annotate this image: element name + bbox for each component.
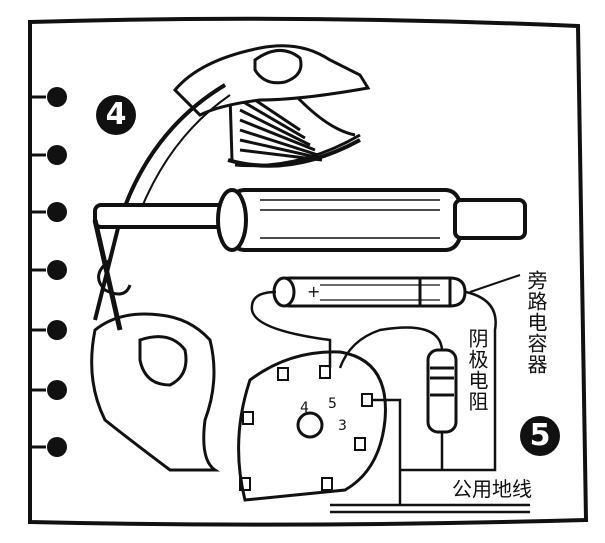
tube-socket — [237, 350, 387, 502]
hand-bottom — [90, 312, 220, 472]
hand-top — [172, 44, 371, 117]
step-number-5: 5 — [520, 416, 560, 456]
cylinder-tube — [93, 188, 527, 252]
step-number-4: 4 — [96, 95, 136, 135]
cathode-resistor — [426, 348, 458, 434]
label-cathode-resistor: 阴极电阻 — [465, 328, 489, 412]
label-common-ground: 公用地线 — [452, 477, 532, 501]
capacitor-plus-sign: + — [307, 282, 320, 301]
label-bypass-capacitor: 旁路电容器 — [524, 270, 548, 375]
pin-number-c: 3 — [338, 418, 347, 434]
pin-number-b: 5 — [328, 396, 337, 412]
panel-border — [28, 16, 589, 527]
bypass-capacitor — [272, 276, 467, 308]
binder-holes — [47, 87, 67, 457]
socket-pins — [239, 365, 373, 491]
pin-number-a: 4 — [300, 400, 309, 416]
connection-wires — [250, 290, 530, 514]
